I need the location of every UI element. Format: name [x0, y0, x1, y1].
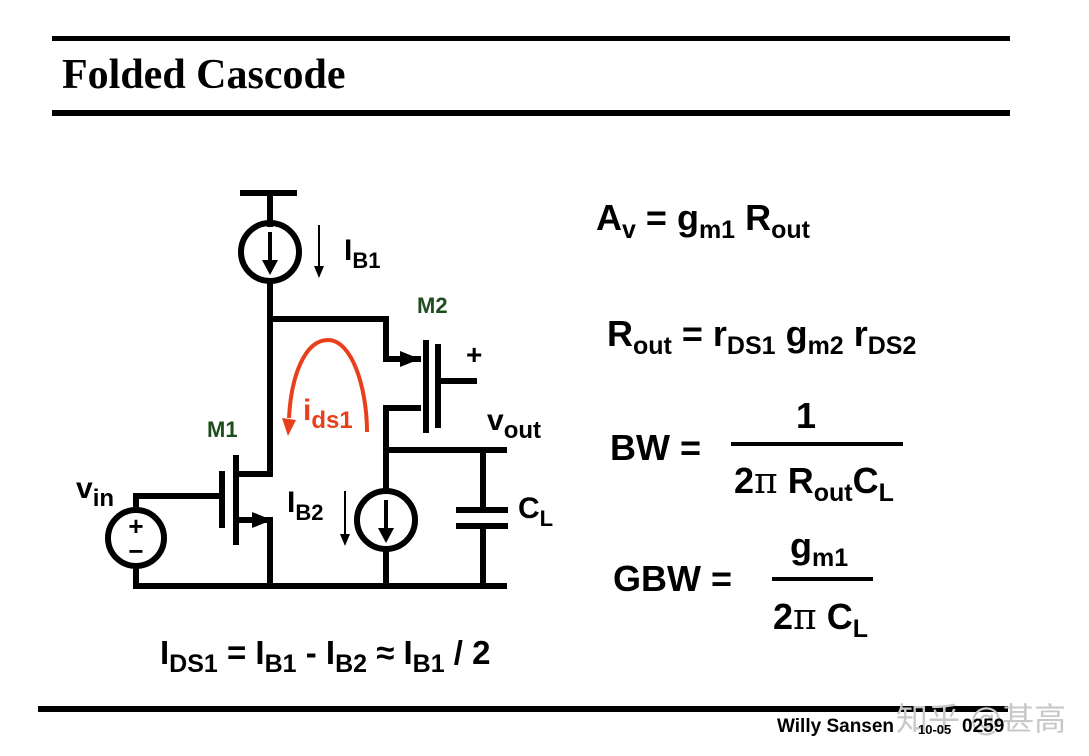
ids1-relation: IDS1 = IB1 - IB2 ≈ IB1 / 2 [160, 634, 491, 678]
top-rule [52, 36, 1010, 41]
ib1-current-source [238, 220, 302, 284]
source-plus-sign: + [128, 511, 143, 541]
bottom-rule [38, 706, 1008, 712]
ids1-current-arrow [282, 337, 369, 436]
title-underline [52, 110, 1010, 116]
slide-title: Folded Cascode [62, 52, 346, 98]
source-minus-sign: − [128, 536, 143, 566]
m1-arrowhead [252, 512, 272, 528]
footer-page-number: 0259 [962, 716, 1005, 737]
ids1-label: ids1 [303, 394, 353, 434]
footer-author: Willy Sansen [777, 716, 895, 737]
vout-label: vout [487, 404, 541, 444]
schematic-wires [133, 190, 508, 589]
ib1-direction-arrow [314, 225, 324, 278]
m2-bulk-plus: + [466, 339, 482, 370]
watermark: 知乎 @甚高 [896, 700, 1067, 738]
ib2-direction-arrow [340, 491, 350, 546]
bw-numerator: 1 [796, 395, 817, 436]
ib1-label: IB1 [344, 234, 380, 273]
gbw-label: GBW = [613, 558, 733, 599]
bw-label: BW = [610, 427, 702, 468]
gain-equation: Av = gm1 Rout [596, 197, 810, 244]
footer-date: 10-05 [918, 722, 952, 737]
vin-label: vin [76, 472, 114, 512]
m2-label: M2 [417, 293, 448, 318]
m2-arrowhead [400, 351, 420, 367]
bw-fraction-bar [731, 442, 903, 446]
ib2-current-source [354, 488, 418, 552]
ib2-label: IB2 [287, 486, 323, 525]
gbw-numerator: gm1 [790, 525, 849, 572]
cl-label: CL [518, 492, 553, 531]
rout-equation: Rout = rDS1 gm2 rDS2 [607, 313, 917, 360]
gbw-fraction-bar [772, 577, 873, 581]
m1-label: M1 [207, 417, 238, 442]
vin-source: + − [105, 507, 167, 569]
gbw-denominator: 2π CL [773, 596, 868, 643]
bw-denominator: 2π RoutCL [734, 460, 894, 507]
